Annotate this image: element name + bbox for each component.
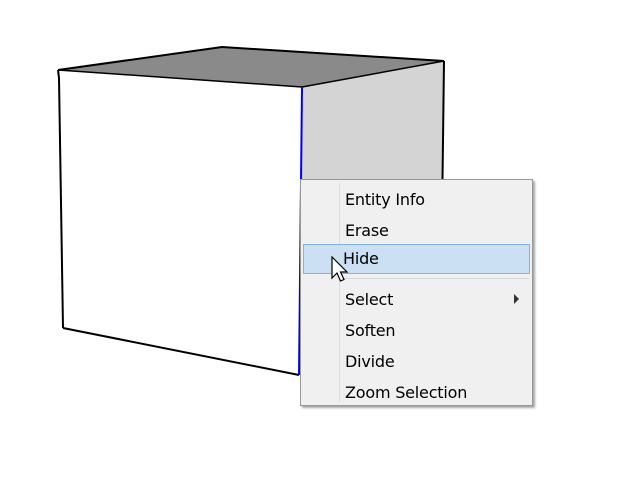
cube-left-edge[interactable] [57,69,64,329]
menu-item-soften[interactable]: Soften [303,315,530,345]
menu-item-divide[interactable]: Divide [303,346,530,376]
menu-item-label: Erase [345,221,389,240]
menu-item-label: Divide [345,352,395,371]
mouse-pointer-icon [331,256,349,282]
menu-item-entity-info[interactable]: Entity Info [303,184,530,214]
menu-item-label: Soften [345,321,396,340]
context-menu: Entity Info Erase Hide Select Soften Div… [300,179,533,406]
menu-item-erase[interactable]: Erase [303,215,530,245]
cube-bottom-edge[interactable] [62,327,300,376]
cube-front-face[interactable] [58,70,302,375]
menu-item-label: Entity Info [345,190,425,209]
cube-top-front-left-edge[interactable] [57,69,303,88]
menu-separator [341,278,529,279]
menu-gutter-divider [339,183,340,402]
cube-top-front-right-edge[interactable] [301,60,445,88]
menu-item-label: Zoom Selection [345,383,468,402]
menu-item-label: Hide [343,249,379,268]
cube-top-edges[interactable] [57,45,445,71]
menu-item-select[interactable]: Select [303,284,530,314]
menu-item-label: Select [345,290,394,309]
menu-item-zoom-selection[interactable]: Zoom Selection [303,377,530,407]
submenu-arrow-icon [514,294,519,304]
